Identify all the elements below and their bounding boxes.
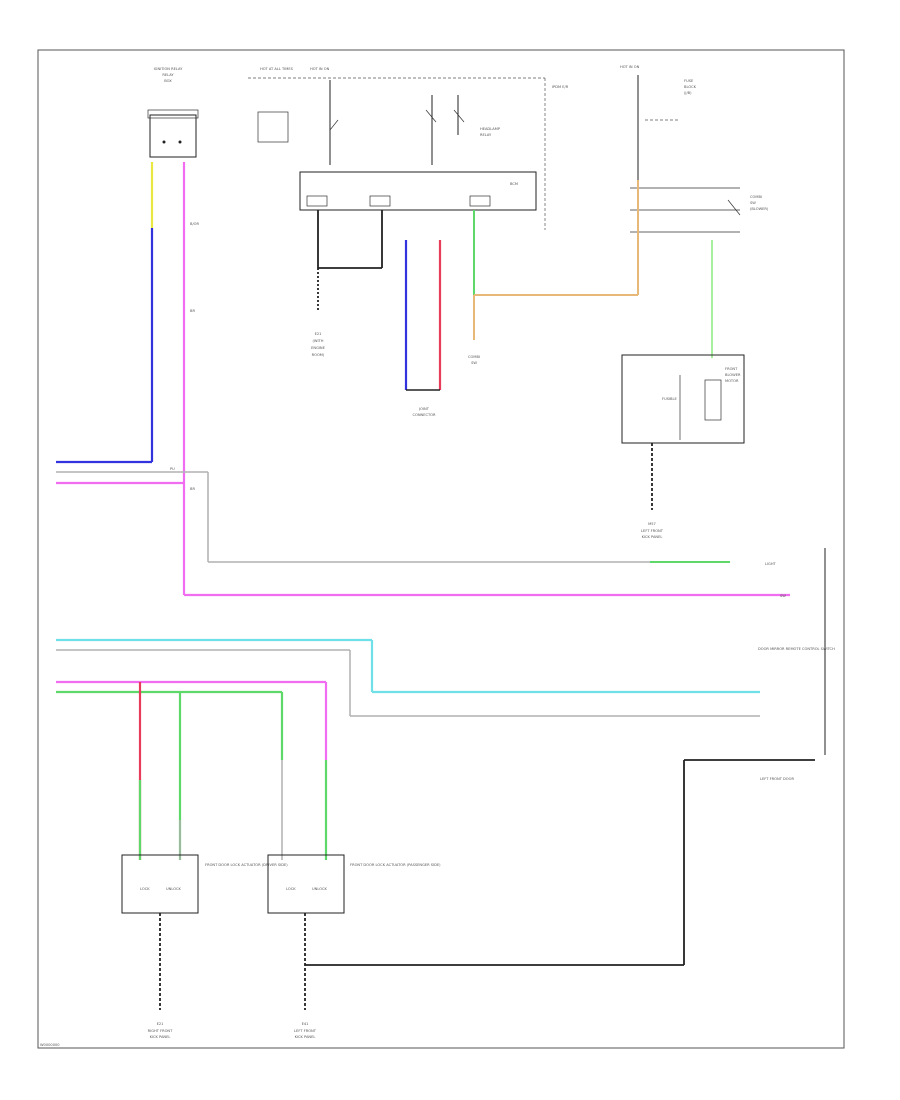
svg-text:BLOWER: BLOWER xyxy=(725,373,741,377)
svg-text:COMBI: COMBI xyxy=(468,355,480,359)
right-module: FRONT BLOWER MOTOR FUSIBLE xyxy=(621,354,745,444)
svg-text:KICK PANEL: KICK PANEL xyxy=(295,1035,316,1039)
svg-text:(WITH: (WITH xyxy=(313,339,324,343)
svg-text:ENGINE: ENGINE xyxy=(311,346,325,350)
svg-text:LOCK: LOCK xyxy=(286,887,296,891)
label-left-front-door: LEFT FRONT DOOR xyxy=(760,777,794,781)
label-front-door-right: FRONT DOOR LOCK ACTUATOR (PASSENGER SIDE… xyxy=(350,863,441,867)
svg-text:FUSE: FUSE xyxy=(684,79,694,83)
svg-text:B/OR: B/OR xyxy=(190,222,200,226)
svg-text:SW: SW xyxy=(750,201,756,205)
center-module: HOT AT ALL TIMES HOT IN ON IPDM E/R BCM … xyxy=(248,67,569,230)
svg-text:LEFT FRONT: LEFT FRONT xyxy=(641,529,664,533)
svg-text:E21: E21 xyxy=(315,332,322,336)
svg-text:FUSIBLE: FUSIBLE xyxy=(662,397,678,401)
svg-text:BR: BR xyxy=(190,487,195,491)
switch-left: FRONT DOOR LOCK ACTUATOR (DRIVER SIDE) L… xyxy=(121,854,288,914)
label-fuse-top-left: IGNITION RELAY xyxy=(154,67,184,71)
svg-text:FRONT: FRONT xyxy=(725,367,738,371)
diagram-frame xyxy=(37,49,845,1049)
svg-text:UNLOCK: UNLOCK xyxy=(312,887,328,891)
svg-text:RELAY: RELAY xyxy=(162,73,174,77)
svg-text:CONNECTOR: CONNECTOR xyxy=(412,413,436,417)
label-hot-in-on: HOT IN ON xyxy=(310,67,330,71)
page-code: W0000000 xyxy=(40,1043,60,1047)
svg-text:KICK PANEL: KICK PANEL xyxy=(150,1035,171,1039)
svg-text:UNLOCK: UNLOCK xyxy=(166,887,182,891)
top-left-component: IGNITION RELAY RELAY BOX xyxy=(147,67,199,158)
svg-text:LOCK: LOCK xyxy=(140,887,150,891)
svg-text:BOX: BOX xyxy=(164,79,172,83)
svg-text:M57: M57 xyxy=(648,522,656,526)
svg-text:RIGHT FRONT: RIGHT FRONT xyxy=(148,1029,173,1033)
svg-text:RELAY: RELAY xyxy=(480,133,492,137)
svg-text:LEFT FRONT: LEFT FRONT xyxy=(294,1029,317,1033)
svg-text:BR: BR xyxy=(190,309,195,313)
label-front-door-left: FRONT DOOR LOCK ACTUATOR (DRIVER SIDE) xyxy=(205,863,288,867)
svg-text:BCM: BCM xyxy=(510,182,518,186)
label-door-mirror: DOOR MIRROR REMOTE CONTROL SWITCH xyxy=(758,647,835,651)
svg-text:MOTOR: MOTOR xyxy=(725,379,739,383)
svg-text:SW: SW xyxy=(471,361,477,365)
label-ipdm: IPDM E/R xyxy=(552,85,569,89)
svg-text:(J/B): (J/B) xyxy=(684,91,692,95)
svg-text:PU: PU xyxy=(170,467,175,471)
label-ground-b: E41 xyxy=(302,1022,309,1026)
top-right-component: HOT IN ON FUSE BLOCK (J/B) COMBI SW (BLO… xyxy=(620,65,769,233)
switch-right: FRONT DOOR LOCK ACTUATOR (PASSENGER SIDE… xyxy=(267,854,441,914)
svg-text:JOINT: JOINT xyxy=(418,407,430,411)
svg-text:(BLOWER): (BLOWER) xyxy=(750,207,769,211)
label-hot-right: HOT IN ON xyxy=(620,65,640,69)
svg-text:COMBI: COMBI xyxy=(750,195,762,199)
label-hot-always: HOT AT ALL TIMES xyxy=(260,67,294,71)
svg-text:BLOCK: BLOCK xyxy=(684,85,697,89)
label-ground-a: E21 xyxy=(157,1022,164,1026)
svg-text:LIGHT: LIGHT xyxy=(765,562,777,566)
svg-text:HEADLAMP: HEADLAMP xyxy=(480,127,501,131)
svg-text:SW: SW xyxy=(780,594,786,598)
svg-text:KICK PANEL: KICK PANEL xyxy=(642,535,663,539)
svg-text:ROOM): ROOM) xyxy=(312,353,325,357)
